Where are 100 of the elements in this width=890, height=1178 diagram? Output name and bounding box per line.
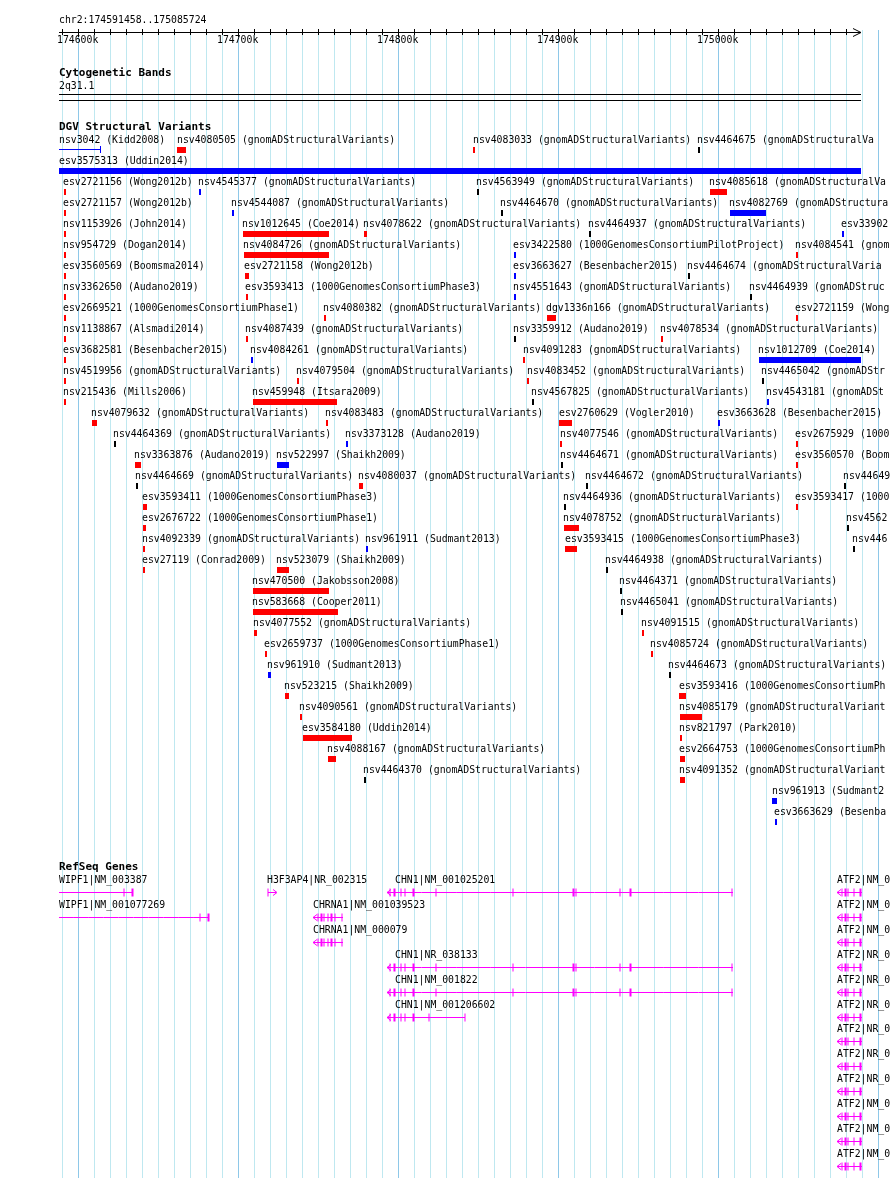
variant-label: nsv4083483 (gnomADStructuralVariants)	[325, 407, 544, 419]
variant-label: nsv4083033 (gnomADStructuralVariants)	[473, 134, 692, 146]
variant-label: nsv4464675 (gnomADStructuralVa	[697, 134, 874, 146]
variant-label: nsv4084261 (gnomADStructuralVariants)	[250, 344, 469, 356]
variant-label: esv3593416 (1000GenomesConsortiumPh	[679, 680, 886, 692]
variant-label: nsv4551643 (gnomADStructuralVariants)	[513, 281, 732, 293]
gene-label: ATF2|NR_0	[837, 999, 890, 1011]
variant-label: nsv961913 (Sudmant2	[772, 785, 885, 797]
gene-label: CHRNA1|NM_001039523	[313, 899, 426, 911]
variant-label: nsv4464371 (gnomADStructuralVariants)	[619, 575, 838, 587]
variant-label: nsv1138867 (Alsmadi2014)	[63, 323, 205, 335]
variant-label: nsv3373128 (Audano2019)	[345, 428, 481, 440]
gene-label: ATF2|NR_0	[837, 974, 890, 986]
variant-label: nsv4077546 (gnomADStructuralVariants)	[560, 428, 779, 440]
variant-label: esv2721159 (Wong	[795, 302, 890, 314]
variant-label: esv2664753 (1000GenomesConsortiumPh	[679, 743, 886, 755]
variant-label: nsv523079 (Shaikh2009)	[276, 554, 406, 566]
variant-label: nsv446	[852, 533, 888, 545]
variant-label: nsv3362650 (Audano2019)	[63, 281, 199, 293]
gene-label: CHN1|NM_001025201	[395, 874, 496, 886]
variant-label: nsv522997 (Shaikh2009)	[276, 449, 406, 461]
variant-label: nsv44649	[843, 470, 890, 482]
variant-label: esv3560569 (Boomsma2014)	[63, 260, 205, 272]
variant-label: nsv4464938 (gnomADStructuralVariants)	[605, 554, 824, 566]
variant-label: esv3663628 (Besenbacher2015)	[717, 407, 883, 419]
variant-label: esv2669521 (1000GenomesConsortiumPhase1)	[63, 302, 299, 314]
variant-label: nsv4090561 (gnomADStructuralVariants)	[299, 701, 518, 713]
variant-label: nsv4544087 (gnomADStructuralVariants)	[231, 197, 450, 209]
ruler-tick-label: 174700k	[217, 34, 259, 46]
gene-label: ATF2|NM_0	[837, 1098, 890, 1110]
variant-label: nsv4465041 (gnomADStructuralVariants)	[620, 596, 839, 608]
gene-label: ATF2|NM_0	[837, 1148, 890, 1160]
variant-label: nsv1012645 (Coe2014)	[242, 218, 360, 230]
ruler-tick-label: 174900k	[537, 34, 579, 46]
variant-label: nsv4085618 (gnomADStructuralVa	[709, 176, 886, 188]
band-label: 2q31.1	[59, 80, 95, 92]
variant-label: nsv4091352 (gnomADStructuralVariant	[679, 764, 886, 776]
variant-label: nsv4567825 (gnomADStructuralVariants)	[531, 386, 750, 398]
gene-label: ATF2|NM_0	[837, 924, 890, 936]
variant-label: nsv523215 (Shaikh2009)	[284, 680, 414, 692]
variant-label: esv3560570 (Boom	[795, 449, 890, 461]
variant-label: nsv4078534 (gnomADStructuralVariants)	[660, 323, 879, 335]
gene-label: ATF2|NM_0	[837, 1123, 890, 1135]
variant-label: nsv4088167 (gnomADStructuralVariants)	[327, 743, 546, 755]
variant-label: nsv4092339 (gnomADStructuralVariants)	[142, 533, 361, 545]
variant-label: esv3593415 (1000GenomesConsortiumPhase3)	[565, 533, 801, 545]
gene-label: CHRNA1|NM_000079	[313, 924, 408, 936]
gene-label: WIPF1|NM_001077269	[59, 899, 166, 911]
ruler-tick-label: 174800k	[377, 34, 419, 46]
gene-label: ATF2|NR_0	[837, 1073, 890, 1085]
gene-label: CHN1|NR_038133	[395, 949, 478, 961]
track-title: Cytogenetic Bands	[59, 67, 172, 79]
variant-label: nsv470500 (Jakobsson2008)	[252, 575, 400, 587]
variant-label: nsv4080037 (gnomADStructuralVariants)	[358, 470, 577, 482]
variant-label: esv3575313 (Uddin2014)	[59, 155, 189, 167]
variant-label: nsv4563949 (gnomADStructuralVariants)	[476, 176, 695, 188]
variant-label: nsv1153926 (John2014)	[63, 218, 187, 230]
variant-label: nsv4078622 (gnomADStructuralVariants)	[363, 218, 582, 230]
variant-label: nsv4543181 (gnomADSt	[766, 386, 884, 398]
variant-label: nsv4082769 (gnomADStructura	[729, 197, 889, 209]
variant-label: esv2721158 (Wong2012b)	[244, 260, 374, 272]
gene-label: ATF2|NR_0	[837, 1023, 890, 1035]
track-title: DGV Structural Variants	[59, 121, 212, 133]
variant-label: nsv4464939 (gnomADStruc	[749, 281, 885, 293]
variant-label: nsv3363876 (Audano2019)	[134, 449, 270, 461]
variant-label: nsv3042 (Kidd2008)	[59, 134, 166, 146]
variant-label: nsv4091515 (gnomADStructuralVariants)	[641, 617, 860, 629]
variant-label: nsv3359912 (Audano2019)	[513, 323, 649, 335]
gene-label: ATF2|NR_0	[837, 1048, 890, 1060]
variant-label: nsv4464369 (gnomADStructuralVariants)	[113, 428, 332, 440]
variant-label: esv3593417 (1000	[795, 491, 890, 503]
variant-label: esv2760629 (Vogler2010)	[559, 407, 695, 419]
variant-label: nsv821797 (Park2010)	[679, 722, 797, 734]
variant-label: nsv4464672 (gnomADStructuralVariants)	[585, 470, 804, 482]
variant-label: nsv4085179 (gnomADStructuralVariant	[679, 701, 886, 713]
variant-label: nsv4464936 (gnomADStructuralVariants)	[563, 491, 782, 503]
gene-label: ATF2|NM_0	[837, 874, 890, 886]
variant-label: nsv4083452 (gnomADStructuralVariants)	[527, 365, 746, 377]
variant-label: nsv954729 (Dogan2014)	[63, 239, 187, 251]
variant-label: nsv4087439 (gnomADStructuralVariants)	[245, 323, 464, 335]
variant-label: nsv1012709 (Coe2014)	[758, 344, 876, 356]
variant-label: nsv4079504 (gnomADStructuralVariants)	[296, 365, 515, 377]
variant-label: nsv4519956 (gnomADStructuralVariants)	[63, 365, 282, 377]
variant-label: esv3422580 (1000GenomesConsortiumPilotProject)	[513, 239, 785, 251]
variant-label: nsv4084541 (gnom	[795, 239, 890, 251]
variant-label: nsv4077552 (gnomADStructuralVariants)	[253, 617, 472, 629]
variant-label: nsv215436 (Mills2006)	[63, 386, 187, 398]
variant-label: esv3663627 (Besenbacher2015)	[513, 260, 679, 272]
variant-label: esv2721156 (Wong2012b)	[63, 176, 193, 188]
variant-label: nsv961911 (Sudmant2013)	[365, 533, 501, 545]
variant-label: nsv4464673 (gnomADStructuralVariants)	[668, 659, 887, 671]
variant-label: dgv1336n166 (gnomADStructuralVariants)	[546, 302, 771, 314]
ruler-tick-label: 174600k	[57, 34, 99, 46]
variant-label: nsv4085724 (gnomADStructuralVariants)	[650, 638, 869, 650]
variant-label: esv3584180 (Uddin2014)	[302, 722, 432, 734]
variant-label: nsv4079632 (gnomADStructuralVariants)	[91, 407, 310, 419]
variant-label: esv3593411 (1000GenomesConsortiumPhase3)	[142, 491, 378, 503]
variant-label: nsv4545377 (gnomADStructuralVariants)	[198, 176, 417, 188]
variant-label: esv2659737 (1000GenomesConsortiumPhase1)	[264, 638, 500, 650]
gene-label: CHN1|NM_001822	[395, 974, 478, 986]
